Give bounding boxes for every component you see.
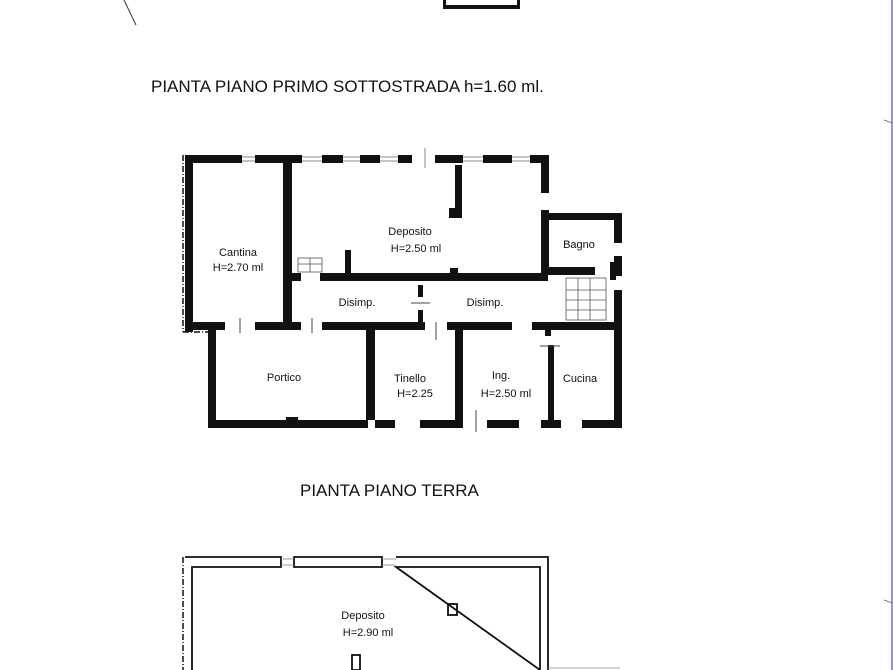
top-plan-fragment — [443, 0, 520, 9]
plan-basement: Cantina H=2.70 ml Deposito H=2.50 ml Bag… — [182, 148, 622, 432]
room-name: Bagno — [563, 239, 595, 251]
room-height: H=2.50 ml — [391, 243, 441, 255]
stairs — [297, 257, 607, 321]
room-name: Disimp. — [467, 297, 504, 309]
room-name: Deposito — [388, 226, 431, 238]
room-height: H=2.70 ml — [213, 262, 263, 274]
plan-ground: Deposito H=2.90 ml — [182, 556, 620, 670]
room-name: Portico — [267, 372, 301, 384]
top-diagonal-line — [123, 0, 137, 26]
room-name: Tinello — [394, 373, 426, 385]
room-name: Disimp. — [339, 297, 376, 309]
room-height: H=2.50 ml — [481, 388, 531, 400]
room-name: Ing. — [492, 370, 510, 382]
room-name: Cantina — [219, 247, 258, 259]
room-labels: Cantina H=2.70 ml Deposito H=2.50 ml Bag… — [213, 226, 598, 400]
door-marks — [239, 302, 560, 432]
room-height: H=2.25 — [397, 388, 433, 400]
wall-top — [185, 155, 549, 163]
walls-interior — [185, 155, 622, 428]
room-name: Deposito — [341, 610, 384, 622]
plan-title-basement: PIANTA PIANO PRIMO SOTTOSTRADA h=1.60 ml… — [151, 77, 544, 96]
edge-tick — [883, 119, 893, 124]
plan-title-ground: PIANTA PIANO TERRA — [300, 481, 480, 500]
windows-top — [242, 148, 530, 168]
room-name: Cucina — [563, 373, 598, 385]
edge-tick — [883, 599, 893, 604]
room-height: H=2.90 ml — [343, 627, 393, 639]
